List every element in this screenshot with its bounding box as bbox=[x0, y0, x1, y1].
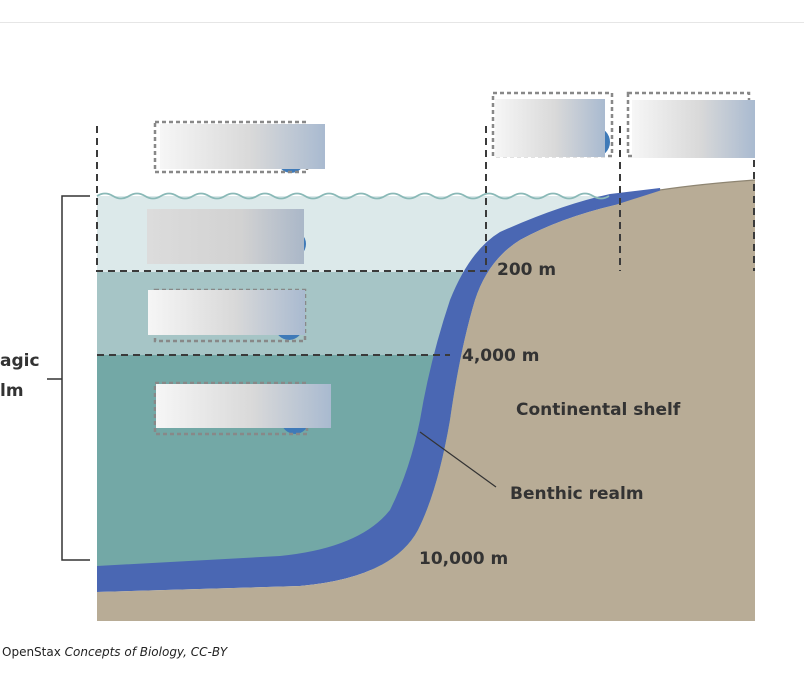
pelagic-bracket bbox=[47, 195, 90, 561]
image-credit: OpenStax Concepts of Biology, CC-BY bbox=[2, 645, 227, 659]
pelagic-label-line2: lm bbox=[0, 381, 24, 401]
credit-title: Concepts of Biology bbox=[64, 645, 184, 659]
pelagic-label-line1: agic bbox=[0, 351, 40, 371]
credit-prefix: OpenStax bbox=[2, 645, 65, 659]
label-placeholder-4[interactable] bbox=[153, 381, 331, 436]
benthic-realm-label: Benthic realm bbox=[510, 484, 644, 504]
continental-land bbox=[97, 180, 755, 621]
depth-200-label: 200 m bbox=[497, 260, 556, 280]
label-placeholder-6[interactable] bbox=[626, 91, 755, 158]
continental-shelf-label: Continental shelf bbox=[516, 400, 681, 420]
benthic-pointer-line bbox=[419, 431, 497, 488]
surface-wave-line bbox=[96, 192, 610, 200]
depth-4000-label: 4,000 m bbox=[462, 346, 539, 366]
label-placeholder-1[interactable] bbox=[153, 120, 325, 174]
land-outline bbox=[659, 179, 756, 191]
depth-10000-label: 10,000 m bbox=[419, 549, 508, 569]
label-placeholder-5[interactable] bbox=[491, 91, 614, 158]
photic-dashed-box bbox=[96, 126, 487, 272]
label-placeholder-2[interactable] bbox=[147, 209, 306, 264]
credit-suffix: , CC-BY bbox=[183, 645, 228, 659]
top-divider bbox=[0, 22, 804, 23]
label-placeholder-3[interactable] bbox=[148, 288, 307, 343]
